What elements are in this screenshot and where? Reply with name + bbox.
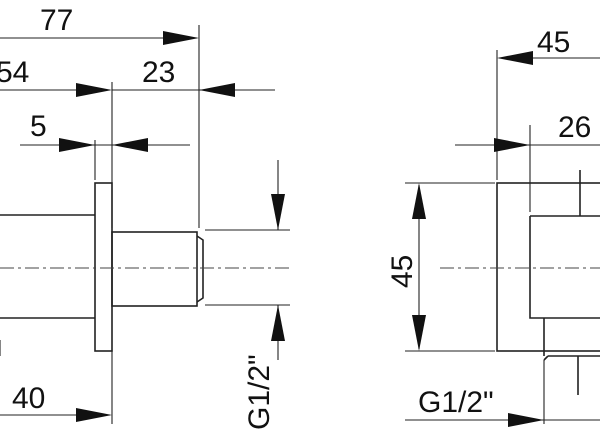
side-thread-nipple [543,318,600,395]
front-thread-arrow-top [271,194,285,230]
side-view: 45 26 45 G1/2" [386,26,600,427]
dim-side-height-arrow-top [412,183,426,219]
front-flange [94,182,113,352]
front-thread-label: G1/2" [243,354,276,430]
dim-5-label: 5 [30,110,47,143]
dim-54-label: 54 [0,56,29,89]
dim-23-label: 23 [142,56,175,89]
front-thread-chamfer [196,235,204,303]
dim-side-height-label: 45 [386,255,419,288]
front-body-outline [0,214,95,319]
side-extension-lines [405,50,545,424]
dim-26-label: 26 [558,111,591,144]
dim-40-arrow [76,408,112,422]
dim-77-arrow [163,31,199,45]
front-thread-arrow-bottom [271,305,285,341]
side-inner-step [529,170,600,319]
side-thread-arrow [508,413,544,427]
dim-54-arrow [76,83,112,97]
dim-5-arrow-right [112,138,148,152]
dim-40-label: 40 [12,382,45,415]
front-extension-lines [94,25,290,424]
front-view: 77 54 23 5 40 G1/2" [0,4,290,430]
dim-side-45-label: 45 [537,26,570,59]
side-body-outline [496,182,600,352]
front-thread-nipple [111,231,198,307]
dim-side-height-arrow-bottom [412,315,426,351]
dim-side-45-arrow [497,51,533,65]
dim-5-arrow-left [59,138,95,152]
dim-23-arrow [199,83,235,97]
side-thread-label: G1/2" [418,386,494,419]
dim-26-arrow [494,138,530,152]
dim-77-label: 77 [40,4,73,37]
